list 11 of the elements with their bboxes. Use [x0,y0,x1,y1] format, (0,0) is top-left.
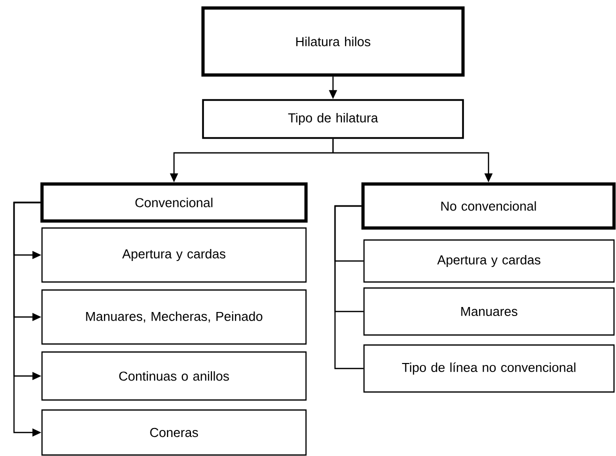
process-box: Manuares, Mecheras, Peinado [41,289,307,345]
process-box: Coneras [41,409,307,456]
process-box: Apertura y cardas [41,227,307,283]
process-box: Manuares [363,287,615,336]
process-box: Apertura y cardas [363,239,615,283]
process-box: Continuas o anillos [41,351,307,401]
process-box: Tipo de línea no convencional [363,344,615,393]
heading-box: Convencional [40,182,308,223]
heading-box: Hilatura hilos [201,6,465,77]
heading-box: No convencional [361,182,616,230]
process-box: Tipo de hilatura [202,99,464,139]
